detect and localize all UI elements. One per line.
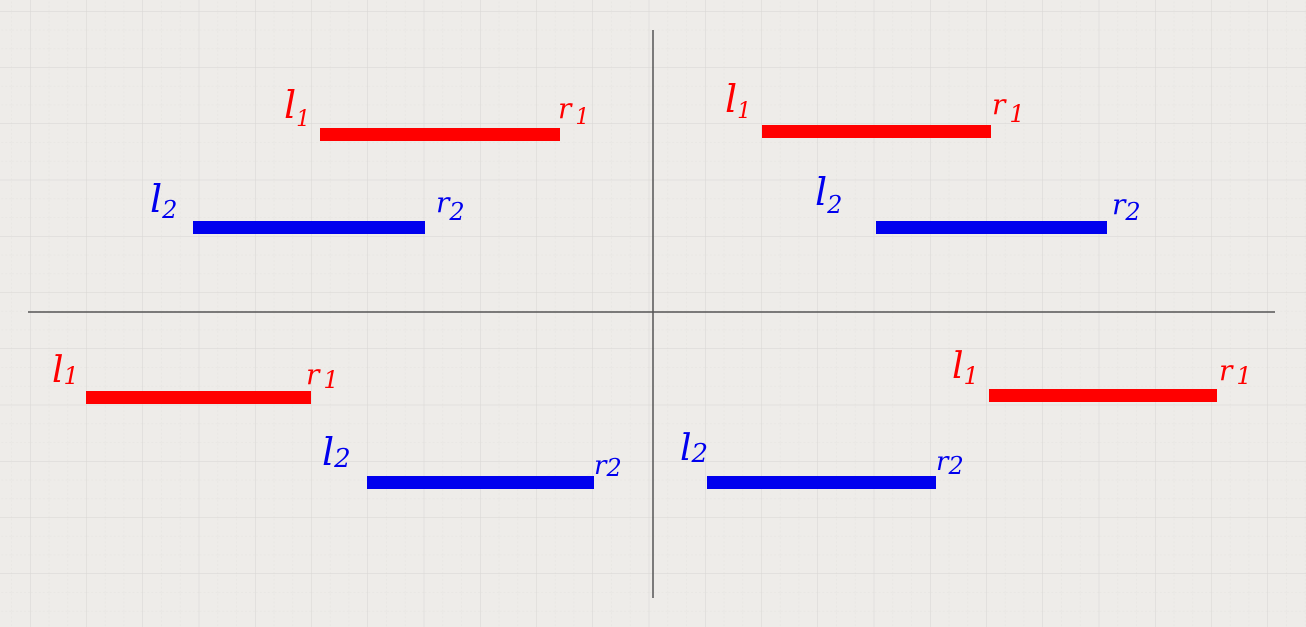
blue-segment	[876, 221, 1107, 234]
label-l1: l1	[52, 350, 79, 391]
label-r2: r2	[936, 447, 964, 480]
label-l1: l1	[725, 77, 751, 124]
red-segment	[989, 389, 1217, 402]
red-segment	[320, 128, 560, 141]
red-segment	[762, 125, 991, 138]
label-r2: r2	[436, 186, 465, 226]
label-l1: l1	[952, 346, 979, 390]
label-l1: l1	[284, 83, 310, 132]
blue-segment	[367, 476, 594, 489]
label-l2: l2	[322, 430, 351, 474]
blue-segment	[707, 476, 936, 489]
label-r2: r2	[594, 451, 622, 482]
label-l2: l2	[150, 177, 177, 224]
red-segment	[86, 391, 311, 404]
label-r2: r2	[1112, 188, 1141, 226]
label-l2: l2	[680, 428, 708, 469]
label-l2: l2	[815, 170, 842, 219]
blue-segment	[193, 221, 425, 234]
